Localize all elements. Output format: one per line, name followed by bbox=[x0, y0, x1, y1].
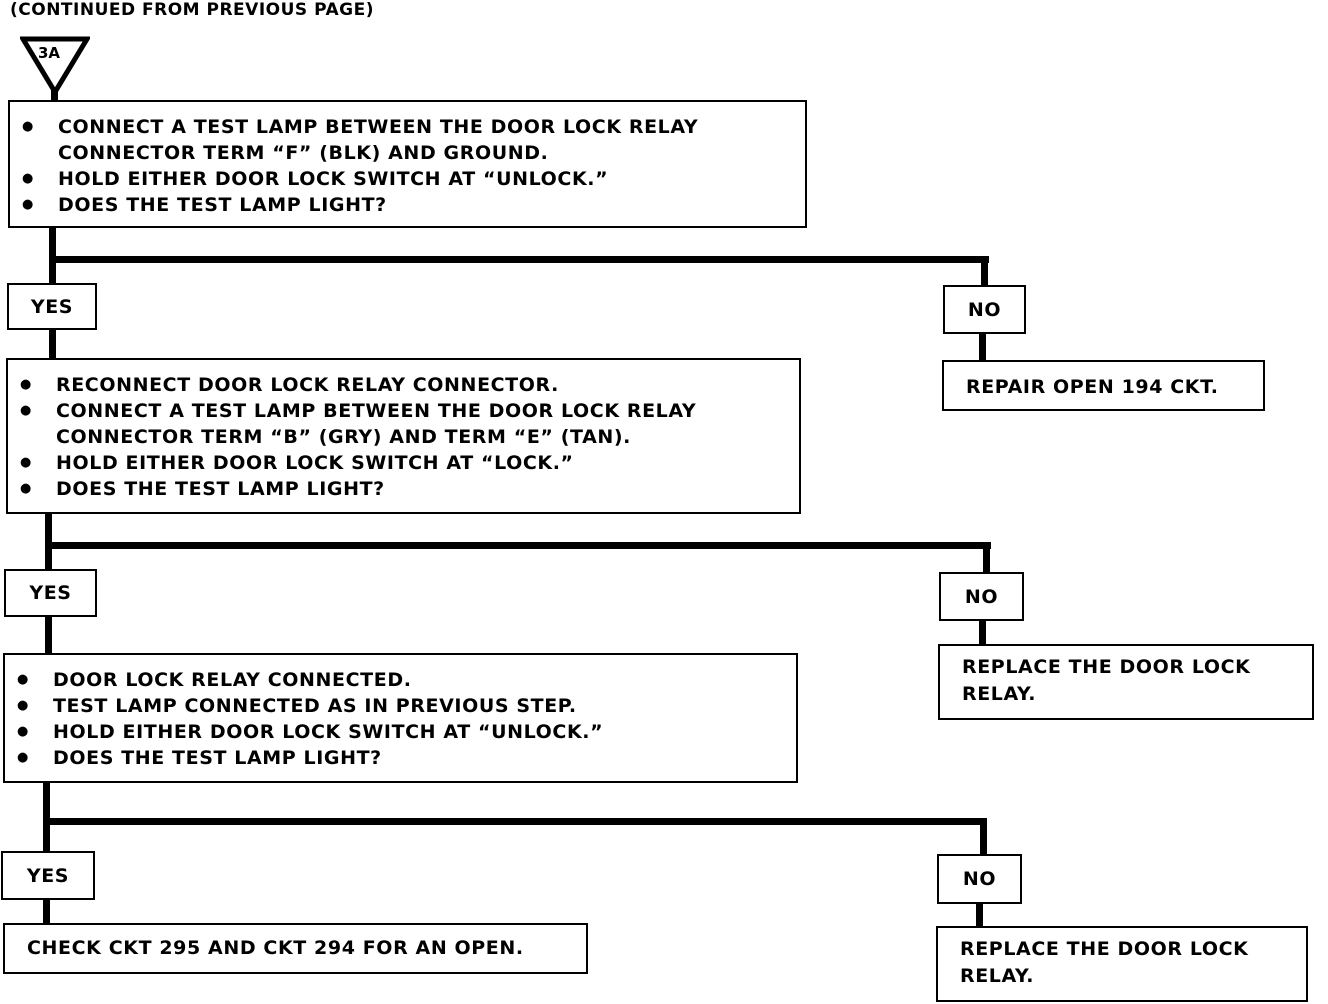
off-page-connector-icon bbox=[20, 36, 90, 97]
step-1-line: CONNECT A TEST LAMP BETWEEN THE DOOR LOC… bbox=[10, 114, 805, 166]
connector-line bbox=[980, 818, 987, 856]
no-result-box: REPLACE THE DOOR LOCK RELAY. bbox=[936, 926, 1308, 1002]
yes-label: YES bbox=[7, 283, 97, 330]
no-result-box: REPAIR OPEN 194 CKT. bbox=[942, 360, 1265, 411]
connector-line bbox=[49, 328, 56, 360]
branch-line bbox=[45, 542, 991, 549]
connector-line bbox=[51, 88, 58, 102]
step-2-line: CONNECT A TEST LAMP BETWEEN THE DOOR LOC… bbox=[8, 398, 799, 450]
yes-label: YES bbox=[1, 851, 95, 900]
connector-line bbox=[43, 898, 50, 925]
connector-line bbox=[979, 619, 986, 646]
connector-line bbox=[983, 542, 990, 572]
continued-header: (CONTINUED FROM PREVIOUS PAGE) bbox=[10, 0, 374, 20]
branch-line bbox=[49, 256, 989, 263]
step-3-line: TEST LAMP CONNECTED AS IN PREVIOUS STEP. bbox=[5, 693, 796, 719]
no-label: NO bbox=[943, 285, 1026, 334]
step-2-line: RECONNECT DOOR LOCK RELAY CONNECTOR. bbox=[8, 372, 799, 398]
step-3-line: HOLD EITHER DOOR LOCK SWITCH AT “UNLOCK.… bbox=[5, 719, 796, 745]
yes-label: YES bbox=[4, 569, 97, 617]
step-1-line: DOES THE TEST LAMP LIGHT? bbox=[10, 192, 805, 218]
no-result-box: REPLACE THE DOOR LOCK RELAY. bbox=[938, 644, 1314, 720]
connector-label: 3A bbox=[38, 44, 61, 62]
step-2-line: DOES THE TEST LAMP LIGHT? bbox=[8, 476, 799, 502]
step-3-line: DOOR LOCK RELAY CONNECTED. bbox=[5, 667, 796, 693]
branch-line bbox=[43, 818, 987, 825]
no-label: NO bbox=[939, 572, 1024, 621]
connector-line bbox=[43, 781, 50, 853]
connector-line bbox=[976, 902, 983, 928]
step-2-box: RECONNECT DOOR LOCK RELAY CONNECTOR. CON… bbox=[6, 358, 801, 514]
connector-line bbox=[981, 256, 988, 286]
step-1-line: HOLD EITHER DOOR LOCK SWITCH AT “UNLOCK.… bbox=[10, 166, 805, 192]
step-3-line: DOES THE TEST LAMP LIGHT? bbox=[5, 745, 796, 771]
step-1-box: CONNECT A TEST LAMP BETWEEN THE DOOR LOC… bbox=[8, 100, 807, 228]
connector-line bbox=[45, 615, 52, 655]
connector-line bbox=[979, 332, 986, 362]
no-label: NO bbox=[937, 854, 1022, 904]
step-2-line: HOLD EITHER DOOR LOCK SWITCH AT “LOCK.” bbox=[8, 450, 799, 476]
step-3-box: DOOR LOCK RELAY CONNECTED. TEST LAMP CON… bbox=[3, 653, 798, 783]
yes-result-box: CHECK CKT 295 AND CKT 294 FOR AN OPEN. bbox=[3, 923, 588, 974]
